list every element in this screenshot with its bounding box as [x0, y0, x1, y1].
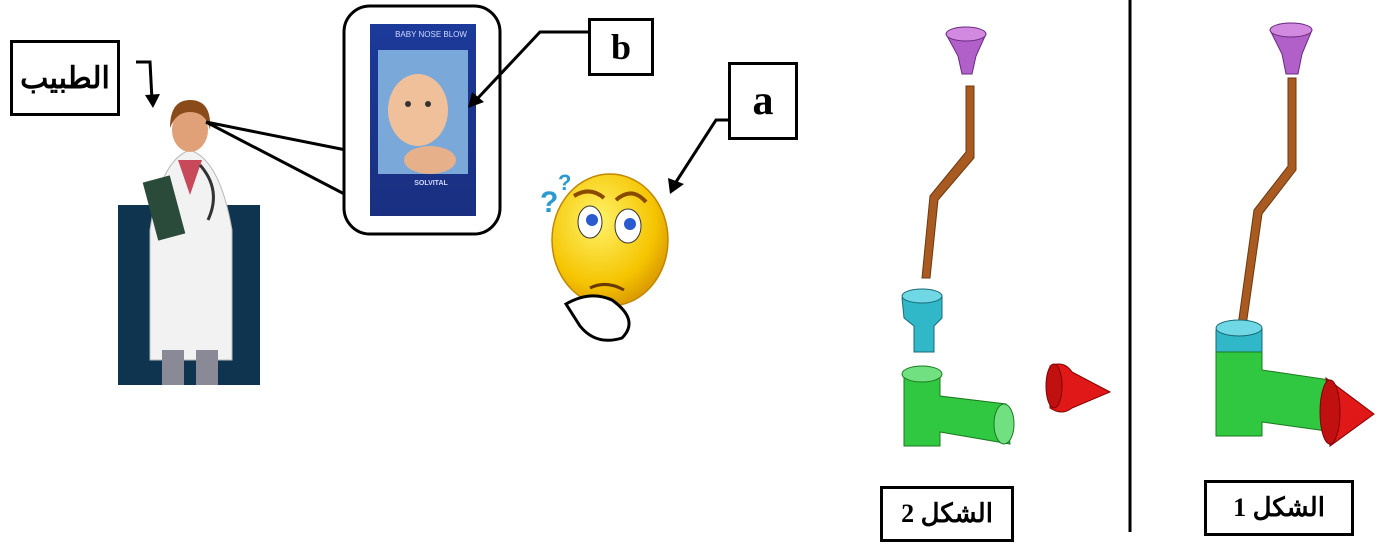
poster-title-text: BABY NOSE BLOW: [395, 30, 467, 39]
svg-text:?: ?: [540, 186, 558, 219]
baby-face: [388, 74, 448, 146]
figure1-caption: الشكل 1: [1204, 480, 1354, 536]
label-b: b: [588, 18, 654, 76]
figure2-caption: الشكل 2: [880, 486, 1014, 542]
a-arrow: [674, 118, 728, 183]
tip-part: [1049, 363, 1112, 413]
thinking-face-icon: ? ?: [540, 170, 669, 342]
b-arrow: [476, 30, 588, 100]
body-part: [903, 373, 1011, 447]
tube-part: [921, 85, 975, 279]
callout-lines: [205, 120, 353, 200]
doctor-label: الطبيب: [10, 40, 120, 116]
figure2-assembly: [901, 26, 1112, 447]
figure1-assembly: [1215, 22, 1375, 447]
poster-brand-text: SOLVITAL: [414, 180, 448, 187]
doctor-figure: [142, 100, 233, 385]
doctor-arrow: [136, 60, 154, 101]
label-a: a: [728, 62, 798, 140]
svg-text:?: ?: [558, 170, 571, 195]
